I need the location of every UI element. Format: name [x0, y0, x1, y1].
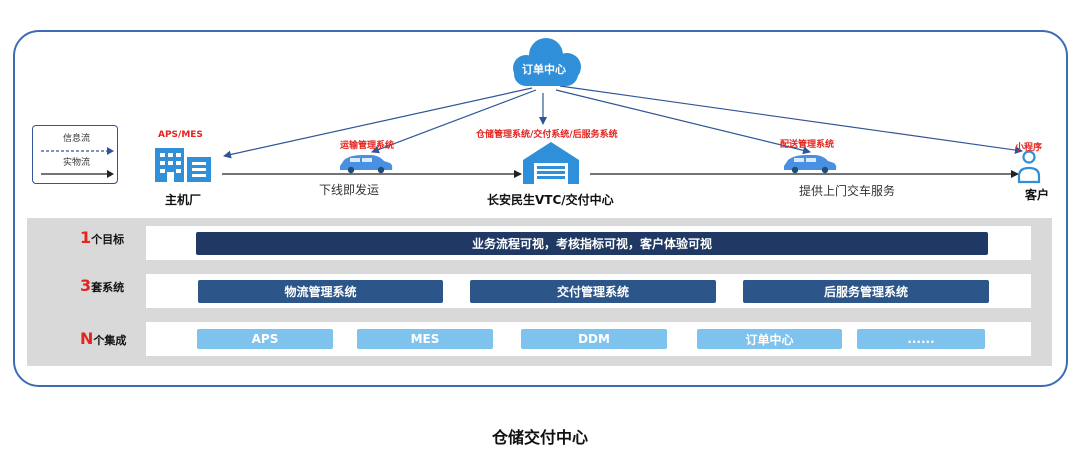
integration-mes: MES	[357, 329, 493, 349]
transport-flow-label: 下线即发运	[319, 183, 380, 197]
integration-row: APS MES DDM 订单中心 ......	[146, 322, 1031, 356]
legend-physical-flow-label: 实物流	[63, 158, 91, 168]
goal-row-label: 1个目标	[80, 228, 124, 247]
integration-row-label: N个集成	[80, 329, 126, 348]
center-system-label: 仓储管理系统/交付系统/后服务系统	[476, 130, 618, 140]
delivery-flow-label: 提供上门交车服务	[799, 184, 896, 198]
order-center-cloud-label: 订单中心	[522, 63, 566, 76]
integration-more: ......	[857, 329, 985, 349]
goal-row: 业务流程可视，考核指标可视，客户体验可视	[146, 226, 1031, 260]
info-flow-to-customer	[559, 85, 1023, 154]
info-flow-to-factory	[223, 87, 533, 159]
delivery-system-label: 配送管理系统	[780, 140, 835, 150]
figure-caption: 仓储交付中心	[491, 428, 588, 447]
center-name: 长安民生VTC/交付中心	[487, 193, 614, 207]
delivery-system-bar: 交付管理系统	[470, 280, 716, 303]
goal-row-number: 1	[80, 228, 92, 247]
system-row-number: 3	[80, 276, 92, 295]
factory-system-label: APS/MES	[158, 130, 203, 140]
integration-aps: APS	[197, 329, 333, 349]
cloud-icon	[513, 38, 581, 86]
integration-order-center: 订单中心	[697, 329, 842, 349]
customer-name: 客户	[1025, 188, 1050, 202]
warehouse-icon	[523, 142, 579, 184]
customer-person-icon	[1017, 150, 1041, 184]
goal-bar: 业务流程可视，考核指标可视，客户体验可视	[196, 232, 988, 255]
system-row: 物流管理系统 交付管理系统 后服务管理系统	[146, 274, 1031, 308]
factory-building-icon	[155, 148, 211, 182]
legend-info-flow-label: 信息流	[63, 134, 91, 144]
transport-system-label: 运输管理系统	[340, 141, 395, 151]
legend-lines	[41, 147, 114, 178]
info-flow-to-delivery	[555, 89, 811, 155]
after-service-system-bar: 后服务管理系统	[743, 280, 989, 303]
integration-row-text: 个集成	[93, 334, 127, 347]
customer-system-label: 小程序	[1015, 143, 1043, 153]
goal-row-text: 个目标	[91, 233, 125, 246]
system-row-label: 3套系统	[80, 276, 124, 295]
delivery-car-icon	[784, 155, 837, 174]
integration-row-number: N	[80, 329, 94, 348]
integration-ddm: DDM	[521, 329, 667, 349]
flow-legend: 信息流 实物流	[32, 125, 118, 184]
logistics-system-bar: 物流管理系统	[198, 280, 443, 303]
transport-car-icon	[340, 155, 393, 174]
system-row-text: 套系统	[91, 281, 125, 294]
info-flow-to-transport	[371, 89, 537, 154]
factory-name: 主机厂	[165, 193, 202, 207]
